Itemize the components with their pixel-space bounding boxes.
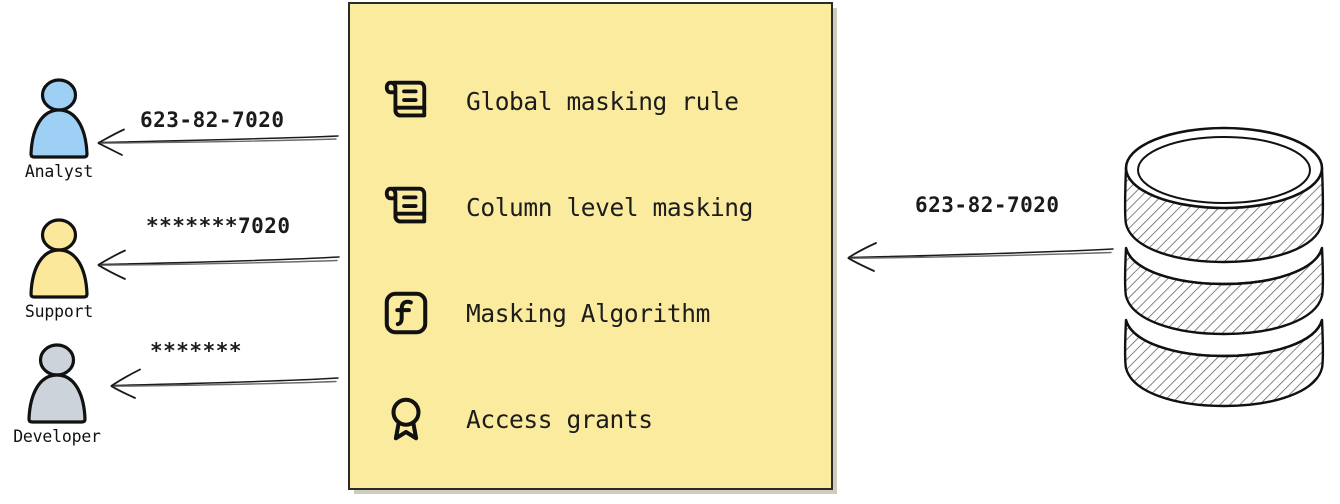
flow-label-developer: ******* [150,339,243,363]
award-ribbon-icon [378,391,434,447]
rule-label: Masking Algorithm [466,298,710,328]
scroll-icon [378,179,434,235]
arrow-left-icon [97,249,340,280]
actor-analyst[interactable]: Analyst [0,78,118,181]
person-icon [29,78,89,159]
rule-label: Column level masking [466,192,754,222]
flow-label-database: 623-82-7020 [915,193,1060,217]
arrow-left-icon [847,242,1114,272]
actor-label: Analyst [24,162,94,181]
person-icon [27,343,87,424]
actor-developer[interactable]: Developer [0,343,116,446]
actor-label: Support [24,302,94,321]
rule-item-global-masking-rule[interactable]: Global masking rule [378,48,821,154]
scroll-icon [378,73,434,129]
rule-item-masking-algorithm[interactable]: Masking Algorithm [378,260,821,366]
function-icon [378,285,434,341]
actor-support[interactable]: Support [0,218,118,321]
actor-label: Developer [13,427,101,446]
database-cylinder-icon [1118,120,1330,414]
masking-rules-panel: Global masking rule Column level masking [348,2,833,490]
arrow-left-icon [97,128,339,156]
flow-label-analyst: 623-82-7020 [140,108,285,132]
person-icon [29,218,89,299]
masking-rules-list: Global masking rule Column level masking [378,48,821,472]
rule-item-column-level-masking[interactable]: Column level masking [378,154,821,260]
rule-label: Access grants [466,404,653,434]
rule-label: Global masking rule [466,86,739,116]
arrow-left-icon [110,368,339,399]
rule-item-access-grants[interactable]: Access grants [378,366,821,472]
flow-label-support: *******7020 [146,214,291,238]
